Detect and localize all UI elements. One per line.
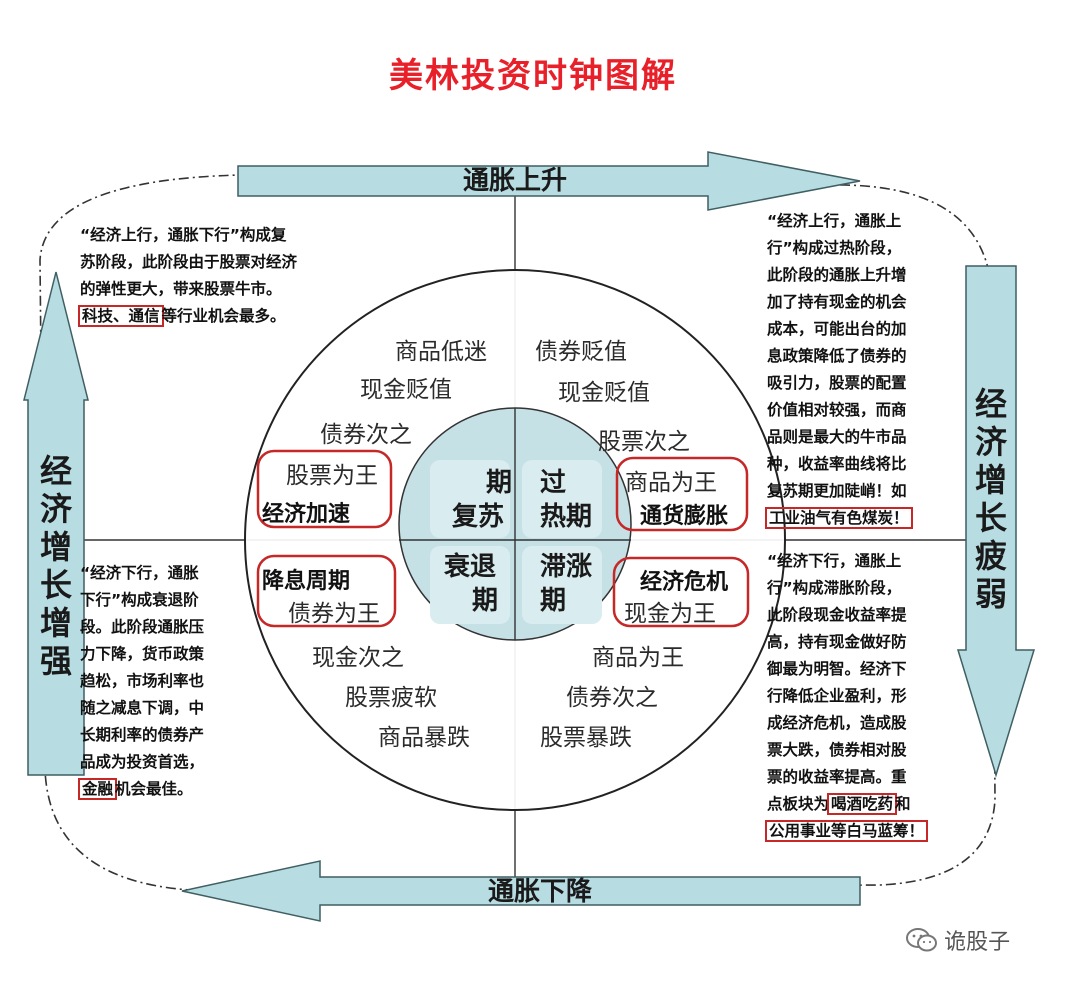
bl-rank-commodity: 商品暴跌 (378, 725, 470, 751)
note-recession: “经济下行，通胀 下行”构成衰退阶 段。此阶段通胀压 力下降，货币政策 趋松，市… (78, 564, 205, 800)
tl-rank-bond: 债券次之 (320, 422, 412, 448)
page-title: 美林投资时钟图解 (389, 56, 677, 96)
inner-tile-bl (430, 546, 510, 624)
br-king: 现金为王 (624, 601, 716, 627)
wechat-icon (906, 928, 937, 952)
tr-rank-stock: 股票次之 (598, 429, 690, 455)
inner-tile-tl (430, 460, 510, 538)
center-stagflation: 滞涨 期 (539, 552, 592, 616)
tr-king: 商品为王 (625, 470, 717, 496)
highlight-box-br (612, 556, 750, 628)
inflation-rising-label: 通胀上升 (462, 166, 567, 196)
note-recovery-highlight: 科技、通信 (78, 305, 164, 327)
inflation-falling-arrow (181, 860, 861, 922)
bl-phase: 降息周期 (262, 569, 351, 594)
tl-phase: 经济加速 (262, 502, 351, 527)
tr-rank-bond: 债券贬值 (535, 339, 627, 365)
growth-weakening-arrow (956, 265, 1036, 778)
inner-tile-br (522, 546, 602, 624)
highlight-box-tl (256, 449, 393, 529)
br-rank-bond: 债券次之 (566, 685, 658, 711)
growth-strengthening-arrow (23, 271, 89, 776)
note-overheat-highlight: 工业油气有色煤炭！ (765, 507, 913, 529)
bl-rank-stock: 股票疲软 (345, 685, 437, 711)
center-recession: 衰退 期 (443, 552, 498, 616)
center-overheat: 过 热期 (539, 468, 592, 532)
tl-rank-commodity: 商品低迷 (395, 339, 487, 365)
bl-king: 债券为王 (288, 601, 380, 627)
note-stagflation-highlight-2: 公用事业等白马蓝筹！ (765, 820, 929, 842)
inflation-falling-label: 通胀下降 (487, 877, 592, 907)
highlight-box-bl (256, 554, 397, 628)
bl-rank-cash: 现金次之 (312, 645, 404, 671)
note-overheat: “经济上行，通胀上 行”构成过热阶段， 此阶段的通胀上升增 加了持有现金的机会 … (765, 208, 952, 532)
inflation-rising-arrow (237, 151, 861, 211)
br-rank-stock: 股票暴跌 (540, 725, 632, 751)
tl-rank-cash: 现金贬值 (360, 377, 452, 403)
br-phase: 经济危机 (640, 570, 729, 595)
growth-weakening-label: 经济增长疲弱 (974, 385, 1007, 613)
tr-phase: 通货膨胀 (640, 504, 729, 529)
note-stagflation-highlight-1: 喝酒吃药 (827, 793, 898, 815)
br-rank-commodity: 商品为王 (592, 645, 684, 671)
inner-tile-tr (522, 460, 602, 538)
note-stagflation: “经济下行，通胀上 行”构成滞胀阶段， 此阶段现金收益率提 高，持有现金做好防 … (765, 548, 957, 845)
note-recession-highlight: 金融 (78, 778, 118, 800)
watermark: 诡股子 (905, 924, 1010, 956)
growth-strengthening-label: 经济增长增强 (39, 452, 72, 680)
center-recovery: 期 复苏 (451, 468, 512, 532)
watermark-text: 诡股子 (944, 930, 1011, 955)
note-recovery: “经济上行，通胀下行”构成复 苏阶段，此阶段由于股票对经济 的弹性更大，带来股票… (78, 226, 298, 327)
tl-king: 股票为王 (286, 463, 378, 489)
highlight-box-tr (615, 456, 749, 532)
tr-rank-cash: 现金贬值 (558, 380, 650, 406)
